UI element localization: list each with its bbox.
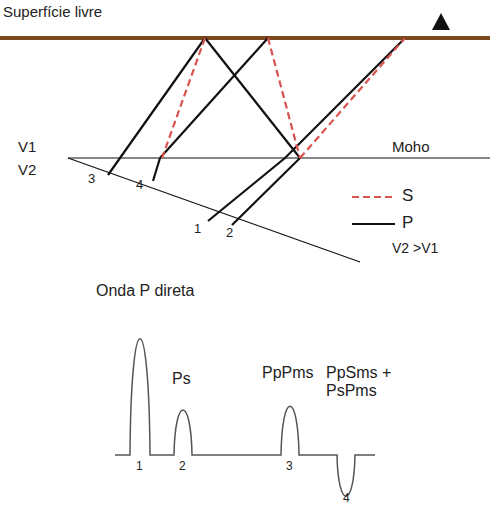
p-rays [108,38,405,225]
layer-velocity: V1 [18,138,36,155]
callout-number: 2 [226,226,233,241]
callout-number: 3 [88,172,95,187]
callout-number: 4 [343,492,350,506]
interface-label: Moho [392,138,430,155]
callout-number: 2 [179,460,186,474]
callout-number: 1 [194,222,201,237]
velocity-note: V2 >V1 [392,240,438,256]
legend-text: S [402,186,413,206]
callout-number: 1 [136,460,143,474]
dipping-interface [68,158,360,262]
phase-label: PpPms [262,364,314,382]
callout-number: 4 [136,178,143,193]
phase-label: Ps [172,370,191,388]
s-rays [162,38,405,158]
phase-label: PpSms + PsPms [326,364,398,401]
legend-s-sample [352,196,395,198]
receiver-function-trace [115,339,375,497]
station-symbol [432,13,450,30]
surface-label: Superfície livre [3,3,102,20]
legend-text: P [402,213,413,233]
phase-label: Onda P direta [96,282,194,300]
callout-number: 3 [286,460,293,474]
free-surface [0,36,490,40]
moho-line [68,157,490,158]
layer-velocity: V2 [18,161,36,178]
legend-p-sample [352,223,395,225]
